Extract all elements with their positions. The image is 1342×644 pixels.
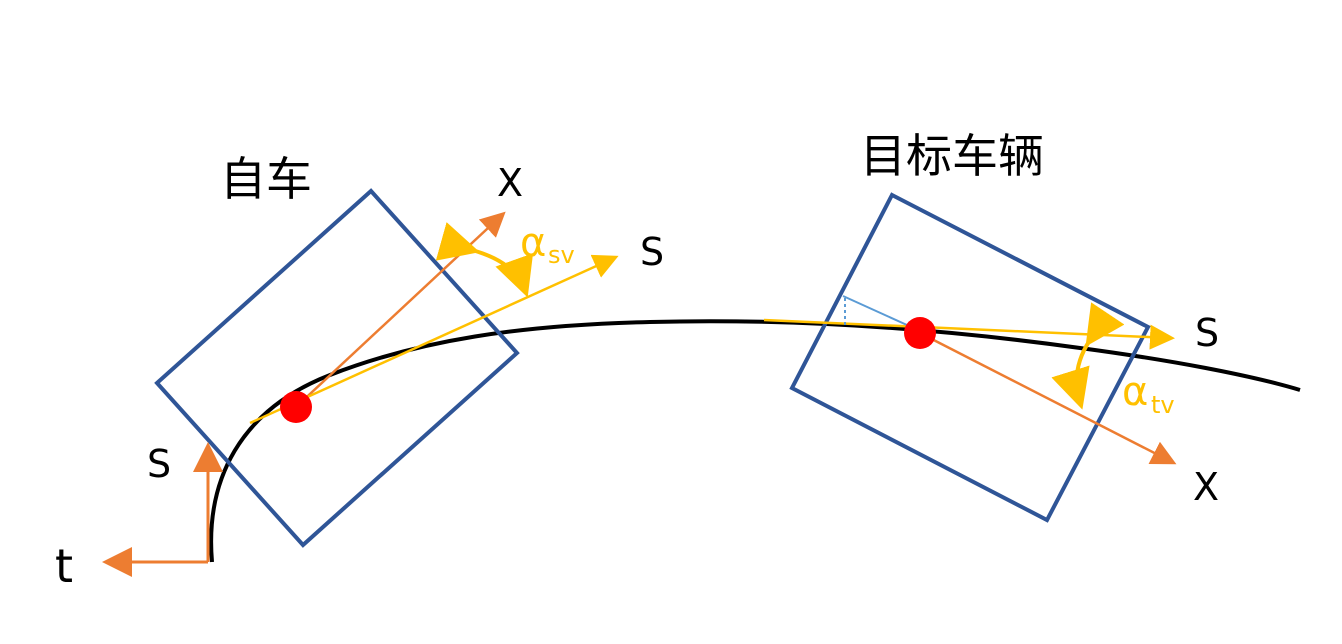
target-x-arrow	[919, 331, 1177, 465]
ego-vehicle-label: 自车	[220, 152, 312, 206]
target-vehicle-label: 目标车辆	[860, 129, 1044, 183]
target-alpha-symbol: α	[1122, 369, 1148, 415]
ego-alpha-subscript: sv	[548, 241, 575, 269]
target-reference-point	[904, 317, 936, 349]
ego-alpha-symbol: α	[520, 220, 546, 266]
ego-s-label: S	[640, 230, 664, 274]
target-s-label: S	[1195, 311, 1219, 355]
ego-x-arrow	[295, 211, 506, 408]
projection-line	[842, 295, 919, 331]
ego-reference-point	[280, 391, 312, 423]
frenet-t-label: t	[55, 539, 73, 593]
ego-s-arrow	[249, 254, 619, 425]
ego-vehicle-box	[154, 188, 520, 548]
target-x-label: X	[1193, 465, 1219, 509]
ego-x-label: X	[497, 161, 523, 205]
target-alpha-subscript: tv	[1151, 391, 1175, 419]
ego-alpha-arc	[435, 222, 534, 298]
target-alpha-arc	[1051, 302, 1125, 410]
reference-path	[209, 319, 1301, 563]
frenet-s-label: S	[147, 442, 171, 486]
